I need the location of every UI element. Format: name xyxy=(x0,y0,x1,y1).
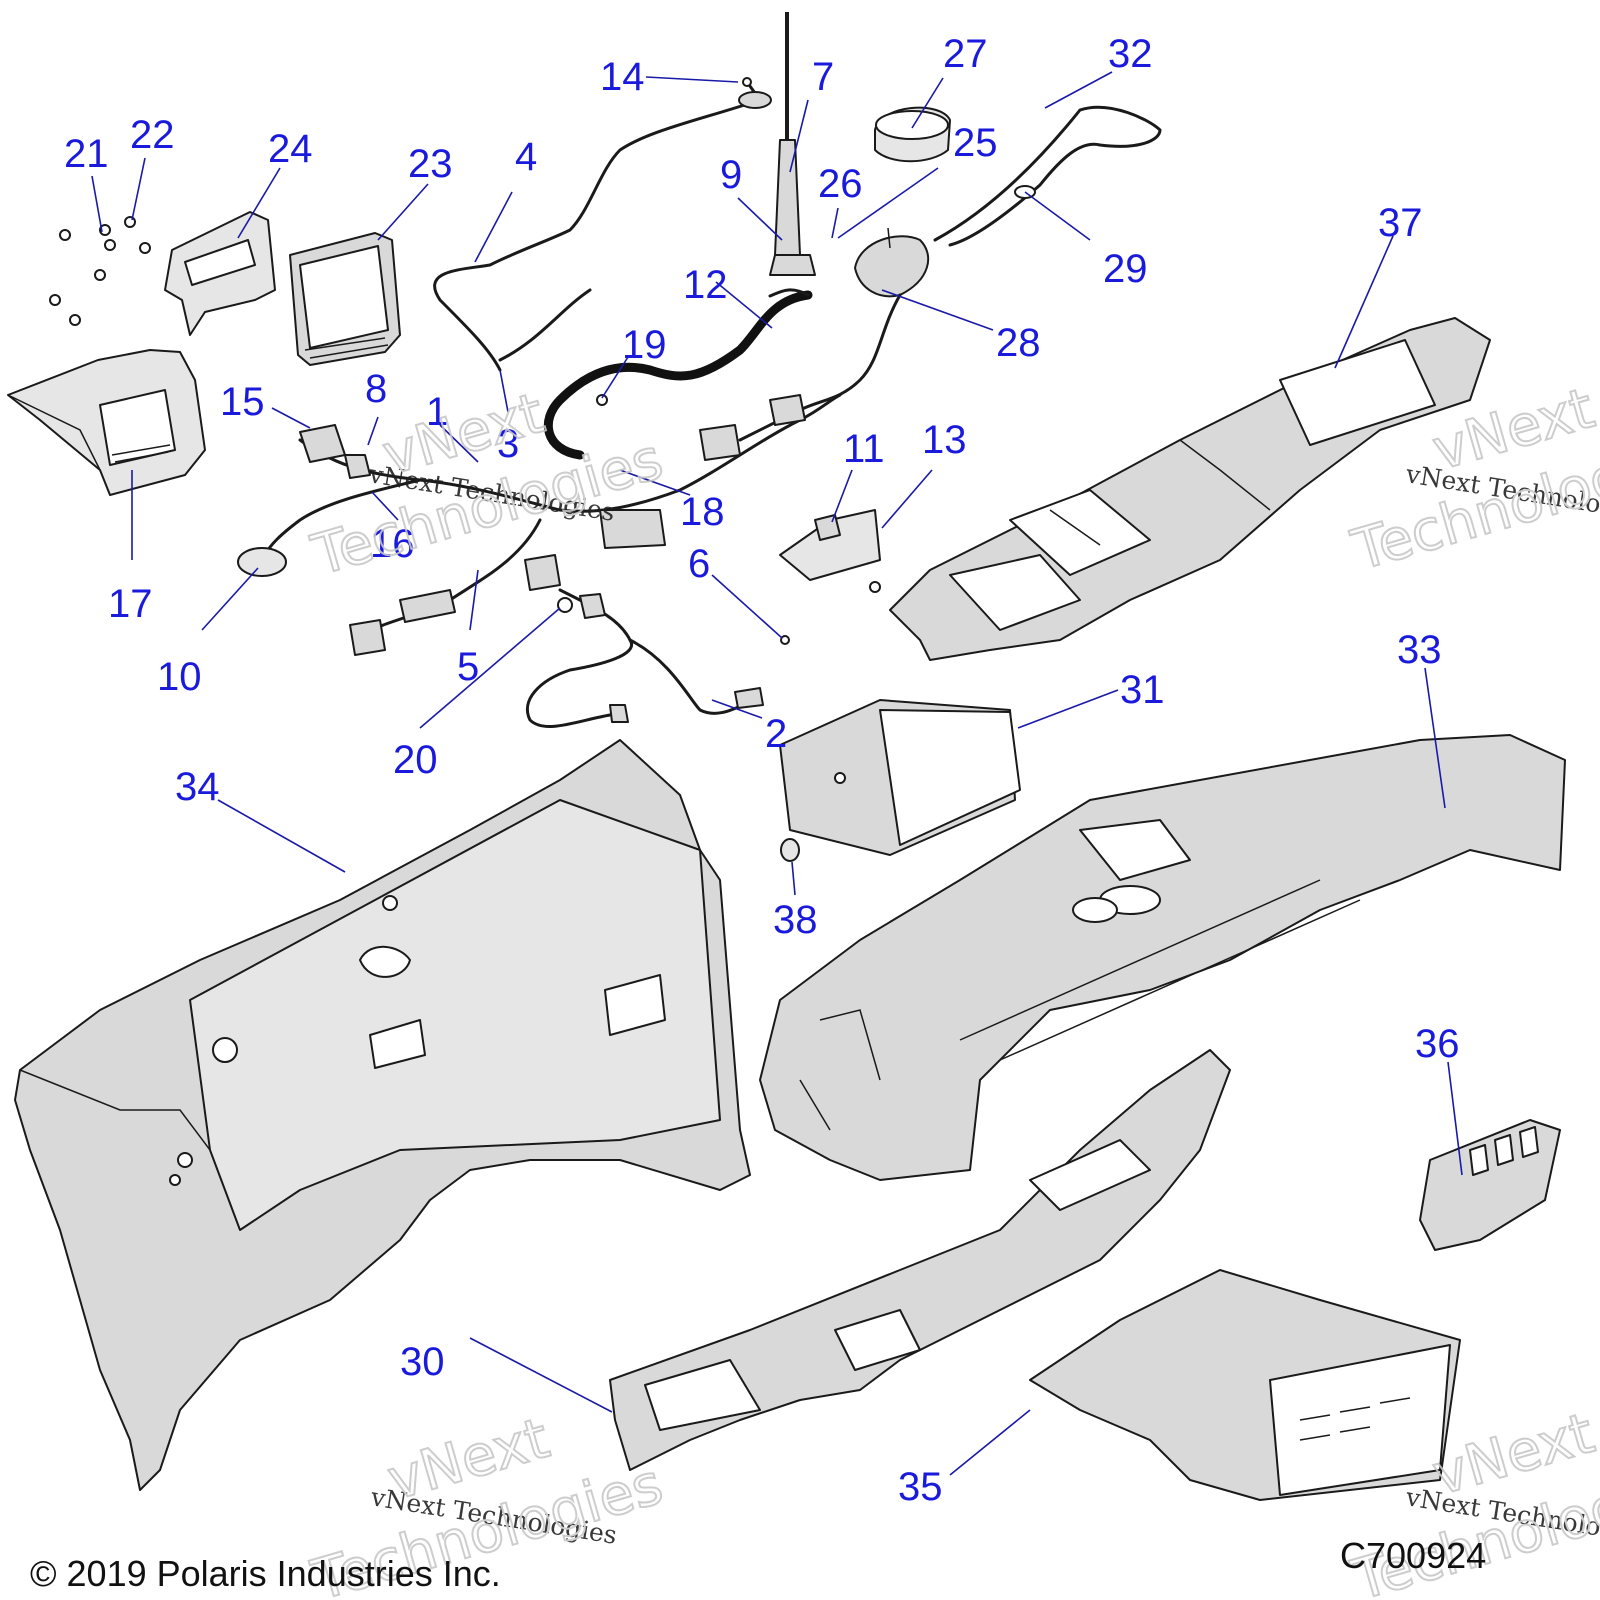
callout-30: 30 xyxy=(400,1340,445,1384)
part-antenna-cables xyxy=(433,77,772,372)
callout-24: 24 xyxy=(268,127,313,171)
callout-33: 33 xyxy=(1397,628,1442,672)
part-upper-dash-panel xyxy=(889,317,1491,661)
callout-35: 35 xyxy=(898,1465,943,1509)
callout-6: 6 xyxy=(688,542,710,586)
callout-34: 34 xyxy=(175,765,220,809)
callout-1: 1 xyxy=(426,390,448,434)
part-relay-bracket xyxy=(779,509,881,593)
callout-37: 37 xyxy=(1378,201,1423,245)
part-plug xyxy=(780,838,800,862)
callout-19: 19 xyxy=(622,323,667,367)
callout-15: 15 xyxy=(220,380,265,424)
callout-14: 14 xyxy=(600,55,645,99)
part-main-harness xyxy=(237,393,842,728)
part-gps-puck xyxy=(874,106,951,163)
callout-2: 2 xyxy=(765,712,787,756)
callout-12: 12 xyxy=(683,263,728,307)
figure-id: C700924 xyxy=(1340,1535,1486,1576)
callout-labels: 1 2 3 4 5 6 7 8 9 10 11 12 13 14 15 16 1… xyxy=(64,32,1460,1509)
part-screws xyxy=(49,216,151,326)
callout-18: 18 xyxy=(680,490,725,534)
part-display-bracket xyxy=(164,211,276,336)
callout-22: 22 xyxy=(130,113,175,157)
callout-17: 17 xyxy=(108,582,153,626)
part-firewall-panel xyxy=(14,739,751,1491)
part-main-dash-structure xyxy=(759,734,1566,1181)
callout-25: 25 xyxy=(953,121,998,165)
leader-lines xyxy=(91,71,1463,1476)
callout-7: 7 xyxy=(812,55,834,99)
copyright-notice: © 2019 Polaris Industries Inc. xyxy=(30,1553,501,1594)
part-display-bezel xyxy=(7,349,206,496)
callout-4: 4 xyxy=(515,135,537,179)
part-gps-base xyxy=(854,227,930,298)
callout-20: 20 xyxy=(393,738,438,782)
callout-27: 27 xyxy=(943,32,988,76)
callout-36: 36 xyxy=(1415,1022,1460,1066)
callout-29: 29 xyxy=(1103,247,1148,291)
part-black-cable xyxy=(543,288,813,460)
callout-3: 3 xyxy=(497,422,519,466)
callout-38: 38 xyxy=(773,898,818,942)
callout-13: 13 xyxy=(922,418,967,462)
callout-8: 8 xyxy=(365,367,387,411)
callout-31: 31 xyxy=(1120,668,1165,712)
callout-26: 26 xyxy=(818,162,863,206)
callout-23: 23 xyxy=(408,142,453,186)
part-lower-dash-frame xyxy=(609,1049,1231,1471)
callout-21: 21 xyxy=(64,132,109,176)
part-display-screen xyxy=(289,232,401,366)
callout-28: 28 xyxy=(996,321,1041,365)
callout-11: 11 xyxy=(843,427,885,471)
part-glove-box xyxy=(1029,1269,1461,1501)
part-whip-antenna xyxy=(769,12,816,276)
part-switch-panel xyxy=(1419,1119,1561,1251)
callout-5: 5 xyxy=(457,645,479,689)
callout-9: 9 xyxy=(720,153,742,197)
callout-32: 32 xyxy=(1108,32,1153,76)
part-storage-tray xyxy=(779,699,1021,856)
callout-10: 10 xyxy=(157,655,202,699)
callout-16: 16 xyxy=(370,522,415,566)
